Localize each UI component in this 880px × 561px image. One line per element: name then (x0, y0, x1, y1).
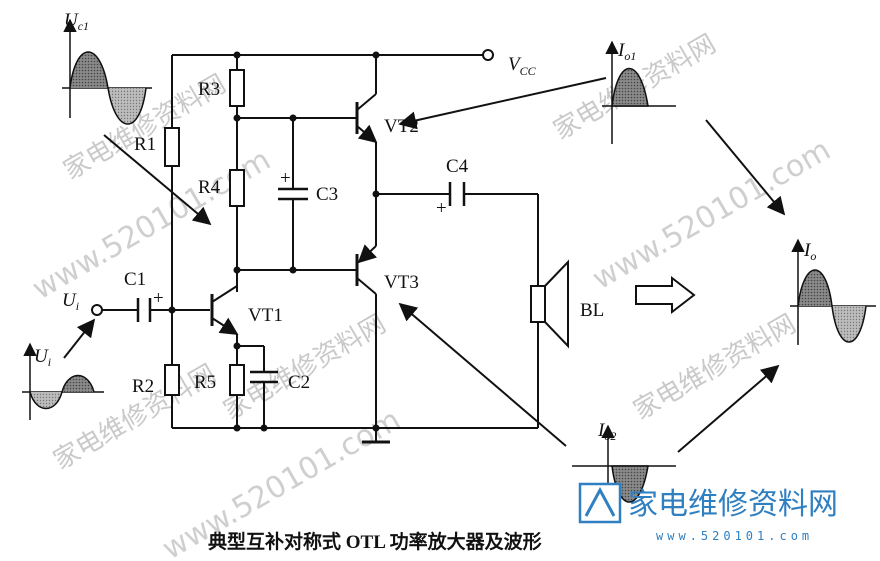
circuit-wiring (102, 54, 539, 442)
plus-c3: + (280, 168, 291, 189)
label-vt3: VT3 (384, 272, 419, 293)
label-r4: R4 (198, 177, 221, 198)
label-ui-wave: Ui (34, 346, 51, 369)
arrow-io1-to-io (705, 119, 786, 216)
capacitor-c1 (136, 298, 152, 322)
resistor-r2 (164, 364, 180, 396)
arrow-io2-to-vt3 (398, 302, 567, 447)
resistors (164, 69, 245, 396)
label-io1: Io1 (617, 40, 636, 63)
plus-c1: + (153, 288, 164, 309)
label-vt1: VT1 (248, 305, 283, 326)
label-r1: R1 (134, 134, 156, 155)
transistors (210, 93, 378, 335)
label-c1: C1 (124, 269, 146, 290)
speaker-bl (530, 259, 569, 349)
resistor-r4 (229, 169, 245, 207)
resistor-r3 (229, 69, 245, 107)
capacitor-c2 (250, 370, 278, 384)
capacitor-c3 (278, 187, 308, 201)
brand-site: www.520101.com (656, 529, 813, 543)
vcc-terminal (482, 49, 494, 61)
brand-watermark: 家电维修资料网 www.520101.com (578, 482, 838, 543)
label-vcc: VCC (508, 54, 537, 78)
arrow-uc1-to-vt2 (103, 134, 212, 226)
capacitors (136, 182, 466, 384)
arrow-io2-to-io (677, 364, 780, 453)
resistor-r1 (164, 127, 180, 167)
waveform-io (790, 238, 876, 345)
input-terminal (91, 304, 103, 316)
label-ui-input: Ui (62, 290, 79, 313)
transistor-vt1 (210, 285, 239, 335)
label-c3: C3 (316, 184, 338, 205)
transistor-vt3 (355, 244, 377, 295)
waveform-uc1 (62, 18, 152, 125)
watermark-layer: 家电维修资料网 www.520101.com 家电维修资料网 www.52010… (27, 29, 837, 561)
output-arrow-icon (635, 275, 696, 315)
figure-caption: 典型互补对称式 OTL 功率放大器及波形 (208, 530, 542, 553)
label-io2: Io2 (597, 420, 616, 443)
label-c4: C4 (446, 156, 469, 177)
waveform-ui (22, 342, 104, 420)
transistor-vt2 (355, 93, 378, 144)
label-c2: C2 (288, 372, 310, 393)
label-bl: BL (580, 300, 604, 321)
label-r2: R2 (132, 376, 154, 397)
watermark-text: www.520101.com (587, 132, 837, 297)
junctions (168, 51, 380, 432)
plus-c4: + (436, 198, 447, 219)
waveform-io1 (602, 40, 676, 144)
brand-name: 家电维修资料网 (628, 487, 838, 522)
label-r5: R5 (194, 372, 216, 393)
arrow-io1-to-vt2 (398, 77, 607, 130)
resistor-r5 (229, 364, 245, 396)
label-io: Io (803, 240, 816, 263)
component-labels: R1 R2 R3 R4 R5 C1 C2 C3 C4 VT1 VT2 VT3 B… (34, 10, 816, 443)
label-uc1: Uc1 (64, 10, 89, 33)
label-vt2: VT2 (384, 116, 419, 137)
label-r3: R3 (198, 79, 220, 100)
capacitor-c4 (448, 182, 466, 206)
arrow-ui-to-input (63, 318, 96, 359)
pointer-arrows (63, 77, 786, 453)
